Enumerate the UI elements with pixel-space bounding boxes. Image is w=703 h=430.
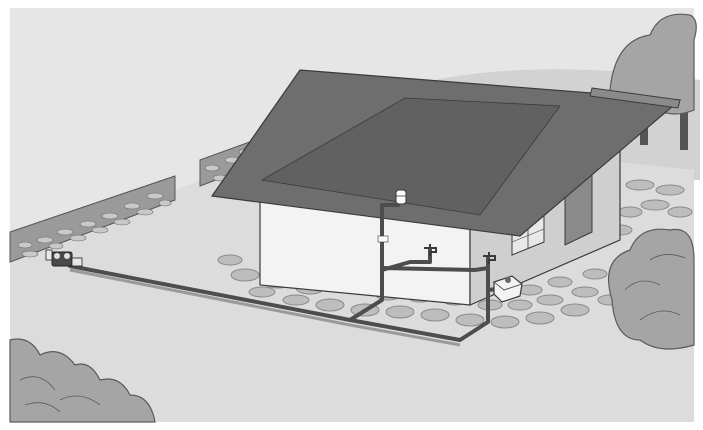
roof-filter-icon: [396, 190, 406, 204]
wall-label-plate: [378, 236, 388, 242]
